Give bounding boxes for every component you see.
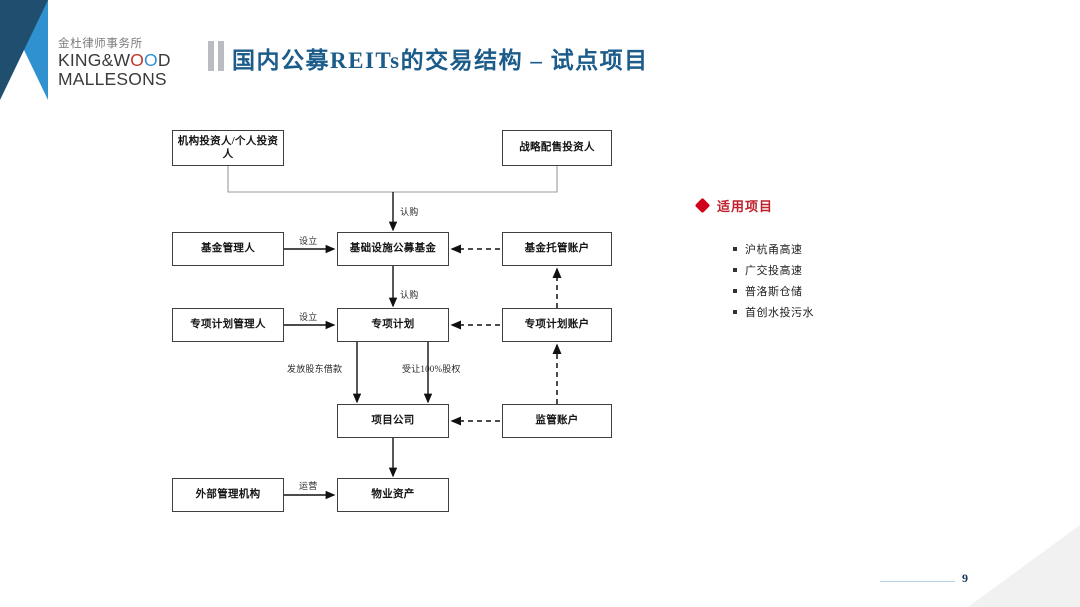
footer-rule [880,581,955,582]
brand-name-en-line1: KING&WOOD [58,49,171,70]
diagram-node-strategic-investors: 战略配售投资人 [502,130,612,166]
applicable-projects-list: 沪杭甬高速广交投高速普洛斯仓储首创水投污水 [697,241,997,320]
list-item: 普洛斯仓储 [733,283,997,299]
square-bullet-icon [733,247,737,251]
square-bullet-icon [733,310,737,314]
transaction-structure-diagram: 机构投资人/个人投资人战略配售投资人基金管理人基础设施公募基金基金托管账户专项计… [172,130,612,512]
diagram-node-retail-investors: 机构投资人/个人投资人 [172,130,284,166]
diagram-node-public-reit-fund: 基础设施公募基金 [337,232,449,266]
brand-logo-mark [0,0,48,100]
corner-decoration [968,525,1080,607]
panel-header: 适用项目 [694,196,997,215]
diagram-node-abs-plan-acct: 专项计划账户 [502,308,612,342]
list-item: 首创水投污水 [733,304,997,320]
diagram-node-supervision-acct: 监管账户 [502,404,612,438]
diagram-node-external-manager: 外部管理机构 [172,478,284,512]
diamond-bullet-icon [694,197,711,214]
diagram-node-fund-custody-acct: 基金托管账户 [502,232,612,266]
edge-label-establish-abs: 设立 [299,312,318,322]
brand-name-cn: 金杜律师事务所 [58,38,143,50]
page-title: 国内公募REITs的交易结构 – 试点项目 [232,48,649,73]
diagram-node-property-assets: 物业资产 [337,478,449,512]
edge-label-operate: 运营 [299,481,318,491]
edge-label-establish-fund: 设立 [299,236,318,246]
diagram-connectors [227,166,562,500]
edge-label-subscribe-fund: 认购 [400,207,419,217]
edge-label-equity-transfer: 受让100%股权 [402,364,461,374]
list-item-label: 首创水投污水 [745,307,814,319]
list-item-label: 普洛斯仓储 [745,286,803,298]
applicable-projects-panel: 适用项目 沪杭甬高速广交投高速普洛斯仓储首创水投污水 [694,196,997,325]
panel-title: 适用项目 [717,199,774,214]
diagram-node-abs-plan: 专项计划 [337,308,449,342]
list-item-label: 沪杭甬高速 [745,244,803,256]
edge-label-subscribe-abs: 认购 [400,290,419,300]
page-number: 9 [962,571,968,585]
logo-triangle-dark [0,0,48,100]
brand-name-en-line2: MALLESONS [58,69,167,90]
diagram-node-fund-manager: 基金管理人 [172,232,284,266]
list-item: 沪杭甬高速 [733,241,997,257]
square-bullet-icon [733,268,737,272]
list-item-label: 广交投高速 [745,265,803,277]
title-accent-bars [208,41,224,71]
diagram-node-project-company: 项目公司 [337,404,449,438]
list-item: 广交投高速 [733,262,997,278]
square-bullet-icon [733,289,737,293]
edge-label-shareholder-loan: 发放股东借款 [287,364,343,374]
diagram-node-abs-manager: 专项计划管理人 [172,308,284,342]
brand-logo-text: 金杜律师事务所 KING&WOOD MALLESONS [58,38,178,90]
